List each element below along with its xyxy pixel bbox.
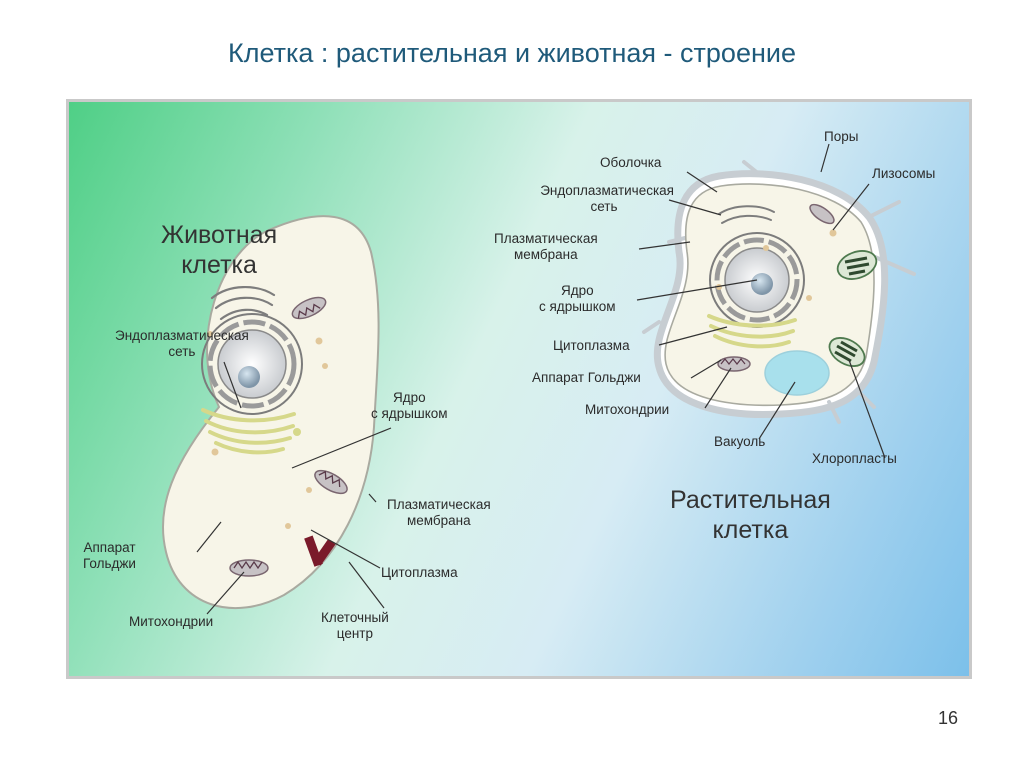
animal-label-centrosome-line2: центр [336,626,374,641]
animal-golgi [201,408,296,455]
page-number: 16 [937,708,958,728]
animal-cell-membrane [162,215,380,609]
leader-lines [196,143,886,615]
cell-diagram: Животная клетка Растительная клетка Эндо… [66,99,972,679]
plant-label-er: Эндоплазматическая сеть [474,183,674,215]
animal-label-membrane-line1: Плазматическая [387,497,491,512]
plant-label-er-line2: сеть [590,199,618,214]
slide-title: Клетка : растительная и животная - строе… [228,38,796,68]
animal-label-centrosome-line1: Клеточный [321,610,389,625]
plant-cell-title-line2: клетка [712,516,789,544]
animal-label-golgi-line2: Гольджи [83,556,136,571]
plant-cell [642,160,916,424]
animal-vesicles [207,331,328,529]
plant-label-vacuole: Вакуоль [714,434,766,449]
cell-diagram-graphic [162,143,916,615]
animal-centrosome [304,535,336,567]
plant-er [718,205,775,224]
plant-label-cytoplasm: Цитоплазма [553,338,630,353]
animal-label-membrane: Плазматическая мембрана [387,497,491,529]
animal-label-mitochondria: Митохондрии [129,614,214,629]
animal-label-centrosome: Клеточный центр [321,610,389,642]
plant-label-membrane: Плазматическая мембрана [494,231,598,263]
plant-label-golgi: Аппарат Гольджи [532,370,641,385]
plant-label-wall: Оболочка [600,155,662,170]
plant-label-chloroplasts: Хлоропласты [812,451,897,466]
plant-nucleolus [751,273,773,295]
plant-vacuole [764,350,830,396]
plant-label-membrane-line2: мембрана [514,247,578,262]
animal-er [210,286,276,321]
plant-label-nucleus-line2: с ядрышком [539,299,616,314]
animal-label-er-line1: Эндоплазматическая [115,328,249,343]
animal-label-nucleus: Ядро с ядрышком [371,390,448,422]
animal-label-nucleus-line2: с ядрышком [371,406,448,421]
plant-lysosomes [716,229,837,301]
plant-label-nucleus-line1: Ядро [560,283,594,298]
animal-cell-title-line1: Животная [161,221,278,249]
animal-label-er-line2: сеть [168,344,196,359]
plant-label-mitochondria: Митохондрии [585,402,670,417]
animal-nucleolus [238,366,260,388]
animal-label-er: Эндоплазматическая сеть [115,328,249,360]
plant-cell-title: Растительная клетка [670,485,831,545]
plant-chloroplasts [828,250,878,367]
plant-label-lysosomes: Лизосомы [872,166,936,181]
animal-label-nucleus-line1: Ядро [392,390,426,405]
plant-cell-title-line1: Растительная [670,486,831,514]
animal-label-golgi: Аппарат Гольджи [83,540,136,572]
animal-cell [162,215,380,609]
animal-label-membrane-line2: мембрана [407,513,471,528]
plant-label-nucleus: Ядро с ядрышком [539,283,616,315]
animal-nucleus [201,313,303,415]
animal-cell-title: Животная клетка [161,220,277,280]
plant-label-membrane-line1: Плазматическая [494,231,598,246]
animal-label-cytoplasm: Цитоплазма [381,565,458,580]
plant-label-pores: Поры [824,129,859,144]
plant-label-er-line1: Эндоплазматическая [540,183,674,198]
animal-mitochondria [229,296,348,577]
animal-cell-title-line2: клетка [181,251,257,279]
animal-label-golgi-line1: Аппарат [83,540,136,555]
plant-mitochondria [717,203,835,372]
